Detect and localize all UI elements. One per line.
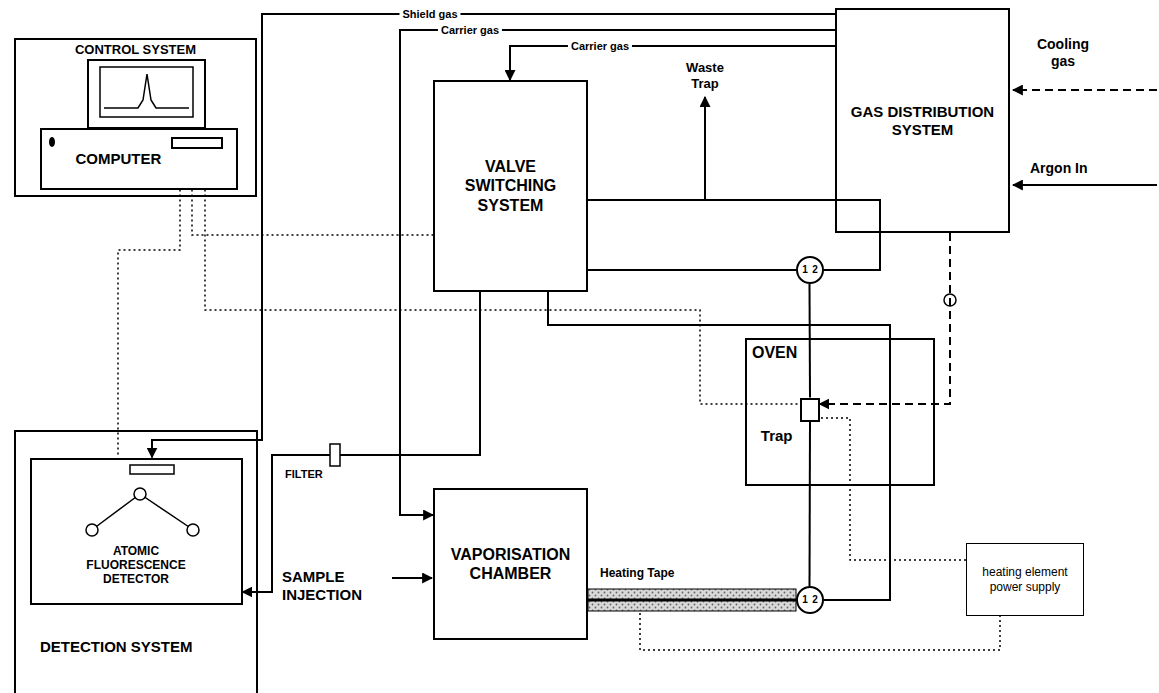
filter [330,444,340,466]
detector-optics [86,465,199,536]
port-number: 1 [802,594,808,606]
node-label: VAPORISATION CHAMBER [443,545,578,583]
computer-details [172,138,222,148]
computer-monitor [88,60,205,128]
line-label: Carrier gas [438,24,502,36]
input-label: SAMPLE INJECTION [282,568,382,604]
gas-line [400,30,835,515]
detector-optics [86,524,98,536]
gas-line [809,422,812,587]
gas-line [243,292,481,592]
waste-label: Waste Trap [675,60,735,91]
computer-monitor [100,67,193,117]
port-number: 2 [812,264,818,276]
valve-symbol: 12 [796,586,824,614]
process-box: VALVE SWITCHING SYSTEM [433,80,588,292]
valve-symbol: 12 [796,256,824,284]
heating-tape [588,589,796,599]
power-supply-box: heating element power supply [966,543,1084,616]
process-box: VAPORISATION CHAMBER [433,488,588,640]
node-label: OVEN [752,343,797,362]
node-label: GAS DISTRIBUTION SYSTEM [845,103,1000,139]
node-label: VALVE SWITCHING SYSTEM [443,157,578,215]
gas-input-label: Cooling gas [1030,36,1096,70]
part-label: Heating Tape [600,566,720,580]
gas-line [809,284,812,398]
oven-box: OVEN Trap [745,338,935,486]
control-line [118,190,180,458]
filter-label: FILTER [285,468,345,481]
gas-lines [392,90,1157,578]
gas-line [820,233,951,404]
control-wire [640,612,1000,650]
trap-box: Trap [800,398,820,422]
computer-details [49,137,222,148]
heating-tape [588,601,796,611]
gas-lines [392,577,432,579]
line-label: Carrier gas [568,40,632,52]
port-number: 1 [802,264,808,276]
node-label: heating element power supply [973,565,1077,594]
detector-optics [187,524,199,536]
system-panel: DETECTION SYSTEM ATOMIC FLUORESCENCE DETE… [14,430,258,693]
detector-box: ATOMIC FLUORESCENCE DETECTOR [30,458,243,605]
detector-optics [134,488,146,500]
computer-monitor [88,60,205,128]
computer-details [49,137,55,147]
control-wire [640,612,1000,650]
gas-line [588,269,796,271]
gas-lines [1013,184,1157,186]
computer-monitor [104,74,189,108]
port-number: 2 [812,594,818,606]
node-label: CONTROL SYSTEM [75,42,196,58]
gas-lines [1013,89,1157,91]
process-box: GAS DISTRIBUTION SYSTEM [835,8,1010,233]
system-panel: CONTROL SYSTEM COMPUTER [14,38,257,197]
gas-lines [704,97,706,200]
node-label: ATOMIC FLUORESCENCE DETECTOR [72,544,201,587]
control-line [820,418,967,560]
gas-line [152,14,835,458]
gas-input-label: Argon In [1030,160,1140,177]
line-label: Shield gas [399,8,460,20]
node-label: Trap [761,427,793,445]
gas-line [510,46,835,80]
control-line [205,190,800,405]
node-label: DETECTION SYSTEM [40,638,193,656]
heating-tape [588,589,796,611]
computer-box: COMPUTER [40,128,238,190]
node-label: COMPUTER [76,150,162,168]
detector-optics [130,465,174,474]
